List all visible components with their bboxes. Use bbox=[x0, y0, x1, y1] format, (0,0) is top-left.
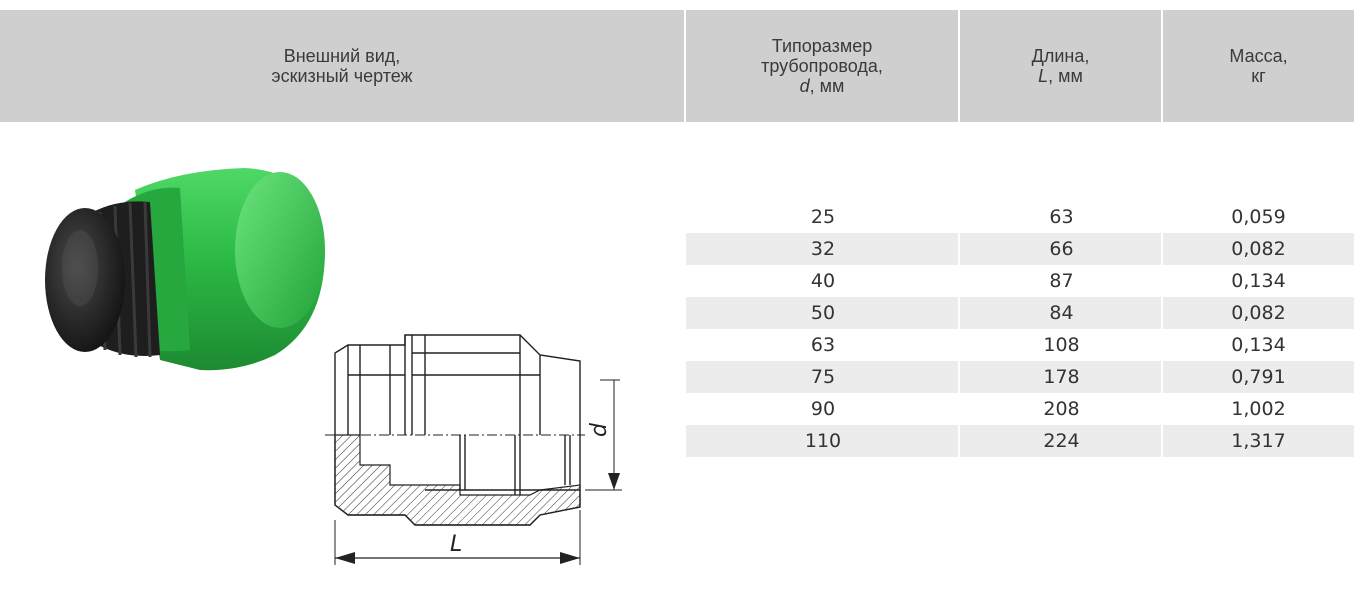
cell-pipe-size: 25 bbox=[810, 206, 836, 228]
header-mass: Масса, кг bbox=[1229, 46, 1288, 86]
cell-pipe-size: 50 bbox=[810, 302, 836, 324]
cell-mass: 0,134 bbox=[1231, 334, 1286, 356]
table-row: 32 66 0,082 bbox=[686, 233, 1354, 265]
row-divider bbox=[1161, 329, 1163, 361]
cell-pipe-size: 75 bbox=[810, 366, 836, 388]
cell-length: 84 bbox=[1049, 302, 1074, 324]
cell-length: 224 bbox=[1043, 430, 1080, 452]
cell-mass: 0,791 bbox=[1231, 366, 1286, 388]
row-divider bbox=[1161, 233, 1163, 265]
header-divider bbox=[1161, 10, 1163, 122]
row-divider bbox=[958, 393, 960, 425]
row-divider bbox=[1161, 393, 1163, 425]
row-divider bbox=[958, 265, 960, 297]
row-divider bbox=[1161, 201, 1163, 233]
dim-L-label: L bbox=[450, 532, 462, 557]
cell-pipe-size: 90 bbox=[810, 398, 836, 420]
table-row: 25 63 0,059 bbox=[686, 201, 1354, 233]
row-divider bbox=[958, 361, 960, 393]
cell-mass: 1,002 bbox=[1231, 398, 1286, 420]
table-row: 110 224 1,317 bbox=[686, 425, 1354, 457]
table-row: 50 84 0,082 bbox=[686, 297, 1354, 329]
header-appearance: Внешний вид, эскизный чертеж bbox=[271, 46, 413, 86]
header-divider bbox=[684, 10, 686, 122]
header-length-unit: L, мм bbox=[1038, 66, 1083, 86]
cell-length: 63 bbox=[1049, 206, 1074, 228]
row-divider bbox=[1161, 265, 1163, 297]
cell-length: 87 bbox=[1049, 270, 1074, 292]
data-rows: 25 63 0,059 32 66 0,082 40 87 0,134 50 84 0,082 63 10… bbox=[686, 201, 1354, 457]
row-divider bbox=[958, 329, 960, 361]
row-divider bbox=[1161, 361, 1163, 393]
table-row: 40 87 0,134 bbox=[686, 265, 1354, 297]
row-divider bbox=[958, 201, 960, 233]
table-row: 63 108 0,134 bbox=[686, 329, 1354, 361]
cell-mass: 0,082 bbox=[1231, 302, 1286, 324]
cell-pipe-size: 63 bbox=[810, 334, 836, 356]
cell-mass: 0,082 bbox=[1231, 238, 1286, 260]
cell-pipe-size: 32 bbox=[810, 238, 836, 260]
cell-pipe-size: 40 bbox=[810, 270, 836, 292]
row-divider bbox=[958, 233, 960, 265]
header-size-unit: d, мм bbox=[799, 76, 845, 96]
header-length: Длина, L, мм bbox=[1031, 46, 1090, 86]
row-divider bbox=[958, 425, 960, 457]
cell-mass: 0,134 bbox=[1231, 270, 1286, 292]
cell-pipe-size: 110 bbox=[804, 430, 842, 452]
dim-d-label: d bbox=[587, 422, 612, 437]
sketch-drawing: d L bbox=[325, 334, 622, 565]
cell-mass: 0,059 bbox=[1231, 206, 1286, 228]
row-divider bbox=[958, 297, 960, 329]
table-header: Внешний вид, эскизный чертеж Типоразмер … bbox=[0, 10, 1354, 122]
cell-length: 178 bbox=[1043, 366, 1080, 388]
product-photo bbox=[45, 168, 325, 371]
cell-length: 108 bbox=[1043, 334, 1080, 356]
row-divider bbox=[1161, 297, 1163, 329]
table-row: 75 178 0,791 bbox=[686, 361, 1354, 393]
cell-length: 208 bbox=[1043, 398, 1080, 420]
table-row: 90 208 1,002 bbox=[686, 393, 1354, 425]
header-pipe-size: Типоразмер трубопровода, d, мм bbox=[761, 36, 883, 96]
header-divider bbox=[958, 10, 960, 122]
cell-length: 66 bbox=[1049, 238, 1074, 260]
cell-mass: 1,317 bbox=[1231, 430, 1286, 452]
row-divider bbox=[1161, 425, 1163, 457]
